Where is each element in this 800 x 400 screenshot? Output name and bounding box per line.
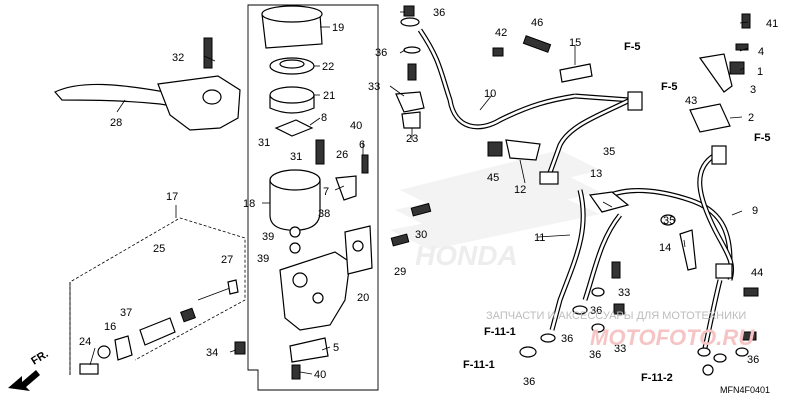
callout-32: 32 — [172, 52, 184, 64]
callout-40a: 40 — [350, 120, 362, 132]
master-cylinder-body — [279, 139, 373, 380]
callout-33b: 33 — [618, 287, 630, 299]
watermark-brand: MOTOFOTO.RU — [590, 325, 755, 350]
callout-46: 46 — [531, 17, 543, 29]
direction-label: FR. — [29, 348, 50, 368]
callout-38: 38 — [318, 208, 330, 220]
callout-20: 20 — [357, 292, 369, 304]
piston-kit — [79, 279, 246, 375]
callout-13: 13 — [590, 168, 602, 180]
callout-31a: 31 — [258, 137, 270, 149]
reservoir-parts — [261, 5, 323, 254]
brake-hoses — [390, 28, 759, 376]
callout-39a: 39 — [262, 231, 274, 243]
ref-f111-lower: F-11-1 — [463, 359, 495, 371]
honda-wing-logo: HONDA — [390, 150, 600, 271]
callout-19: 19 — [332, 22, 344, 34]
callout-30: 30 — [415, 229, 427, 241]
callout-labels: 1 2 3 4 5 6 7 8 9 10 11 12 13 14 15 16 1… — [79, 7, 778, 388]
callout-23: 23 — [406, 133, 418, 145]
ref-f5-mid: F-5 — [661, 81, 678, 93]
callout-35a: 35 — [603, 146, 615, 158]
callout-36b: 36 — [375, 47, 387, 59]
callout-14: 14 — [659, 242, 671, 254]
callout-42: 42 — [495, 27, 507, 39]
callout-17: 17 — [166, 191, 178, 203]
callout-36d: 36 — [523, 376, 535, 388]
callout-43: 43 — [685, 95, 697, 107]
assembly-frames — [69, 4, 379, 391]
callout-29: 29 — [394, 266, 406, 278]
watermark-honda: HONDA — [415, 240, 518, 271]
callout-36g: 36 — [747, 354, 759, 366]
callout-9: 9 — [752, 205, 758, 217]
callout-11: 11 — [534, 232, 545, 244]
callout-24: 24 — [79, 336, 91, 348]
callout-6: 6 — [359, 139, 365, 151]
ref-f111-upper: F-11-1 — [484, 326, 516, 338]
callout-5: 5 — [333, 342, 339, 354]
callout-45: 45 — [487, 172, 499, 184]
callout-31b: 31 — [290, 151, 302, 163]
callout-27: 27 — [221, 254, 233, 266]
ref-f112: F-11-2 — [641, 372, 673, 384]
callout-10: 10 — [484, 88, 496, 100]
callout-21: 21 — [323, 90, 335, 102]
callout-36e: 36 — [590, 305, 602, 317]
leader-lines — [89, 11, 749, 375]
callout-44: 44 — [751, 267, 763, 279]
callout-26: 26 — [336, 149, 348, 161]
callout-25: 25 — [153, 243, 165, 255]
callout-37: 37 — [120, 307, 132, 319]
callout-7: 7 — [323, 186, 329, 198]
callout-28: 28 — [110, 117, 122, 129]
figure-references: F-5 F-5 F-5 F-11-1 F-11-1 F-11-2 — [463, 41, 771, 384]
callout-33c: 33 — [614, 343, 626, 355]
callout-35b: 35 — [663, 215, 675, 227]
callout-39b: 39 — [257, 253, 269, 265]
callout-18: 18 — [243, 198, 255, 210]
callout-2: 2 — [748, 112, 754, 124]
front-direction-arrow: FR. — [8, 348, 51, 391]
callout-33a: 33 — [368, 81, 380, 93]
callout-4: 4 — [758, 46, 764, 58]
brake-lever-28 — [54, 37, 241, 131]
master-cylinder-frame — [247, 4, 379, 391]
callout-36f: 36 — [589, 349, 601, 361]
callout-36a: 36 — [433, 7, 445, 19]
callout-40b: 40 — [314, 369, 326, 381]
callout-15: 15 — [569, 37, 581, 49]
callout-1: 1 — [757, 66, 763, 78]
watermark-line: ЗАПЧАСТИ И АКСЕССУАРЫ ДЛЯ МОТОТЕХНИКИ — [486, 310, 746, 322]
callout-36c: 36 — [561, 333, 573, 345]
piston-kit-bracket — [69, 217, 246, 375]
callout-16: 16 — [104, 321, 116, 333]
callout-41: 41 — [766, 18, 778, 30]
callout-8: 8 — [321, 112, 327, 124]
callout-34: 34 — [206, 347, 218, 359]
ref-f5-top: F-5 — [624, 41, 641, 53]
ref-f5-right: F-5 — [754, 132, 771, 144]
upper-fittings — [395, 5, 751, 161]
callout-3: 3 — [750, 84, 756, 96]
diagram-code: MFN4F0401 — [720, 385, 770, 395]
callout-12: 12 — [514, 184, 526, 196]
callout-22: 22 — [322, 61, 334, 73]
